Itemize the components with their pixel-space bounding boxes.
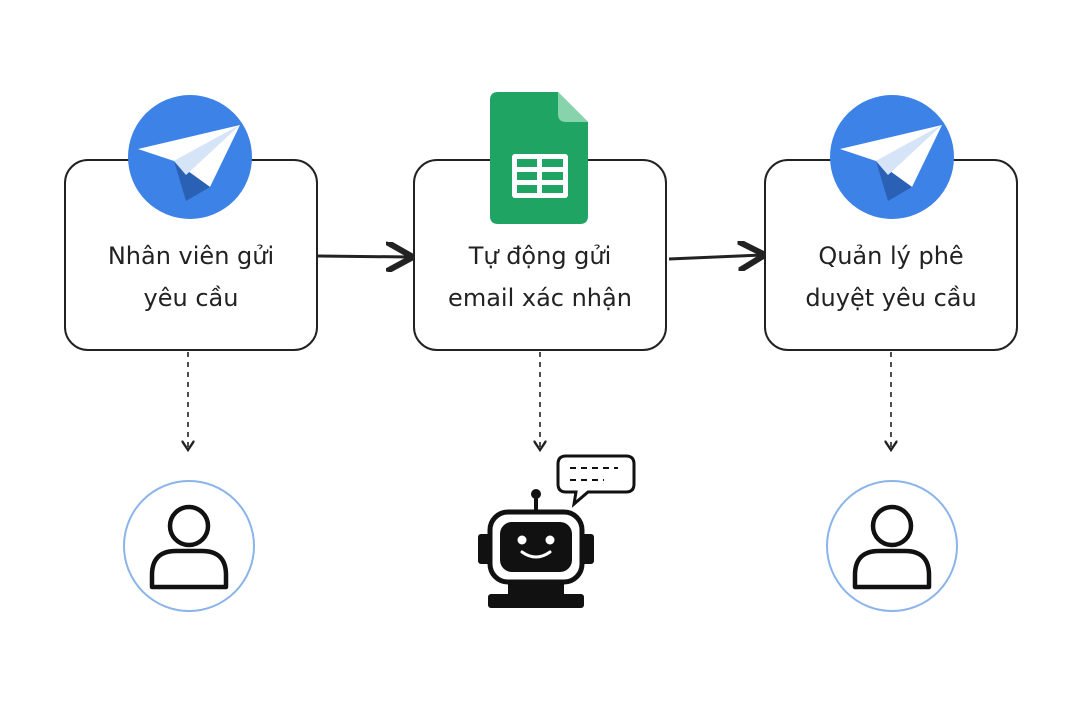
user-icon [123, 480, 255, 612]
paper-plane-icon [128, 95, 252, 219]
paper-plane-icon [830, 95, 954, 219]
arrow-step1-to-step2 [317, 256, 410, 257]
chat-bubble-icon [556, 454, 636, 508]
google-sheets-icon [490, 92, 588, 224]
arrow-step2-to-step3 [668, 255, 762, 259]
step-label: Tự động gửi email xác nhận [448, 242, 632, 312]
step-label: Nhân viên gửi yêu cầu [107, 242, 275, 312]
step-label: Quản lý phê duyệt yêu cầu [805, 242, 977, 312]
robot-icon [478, 454, 636, 608]
user-icon [826, 480, 958, 612]
